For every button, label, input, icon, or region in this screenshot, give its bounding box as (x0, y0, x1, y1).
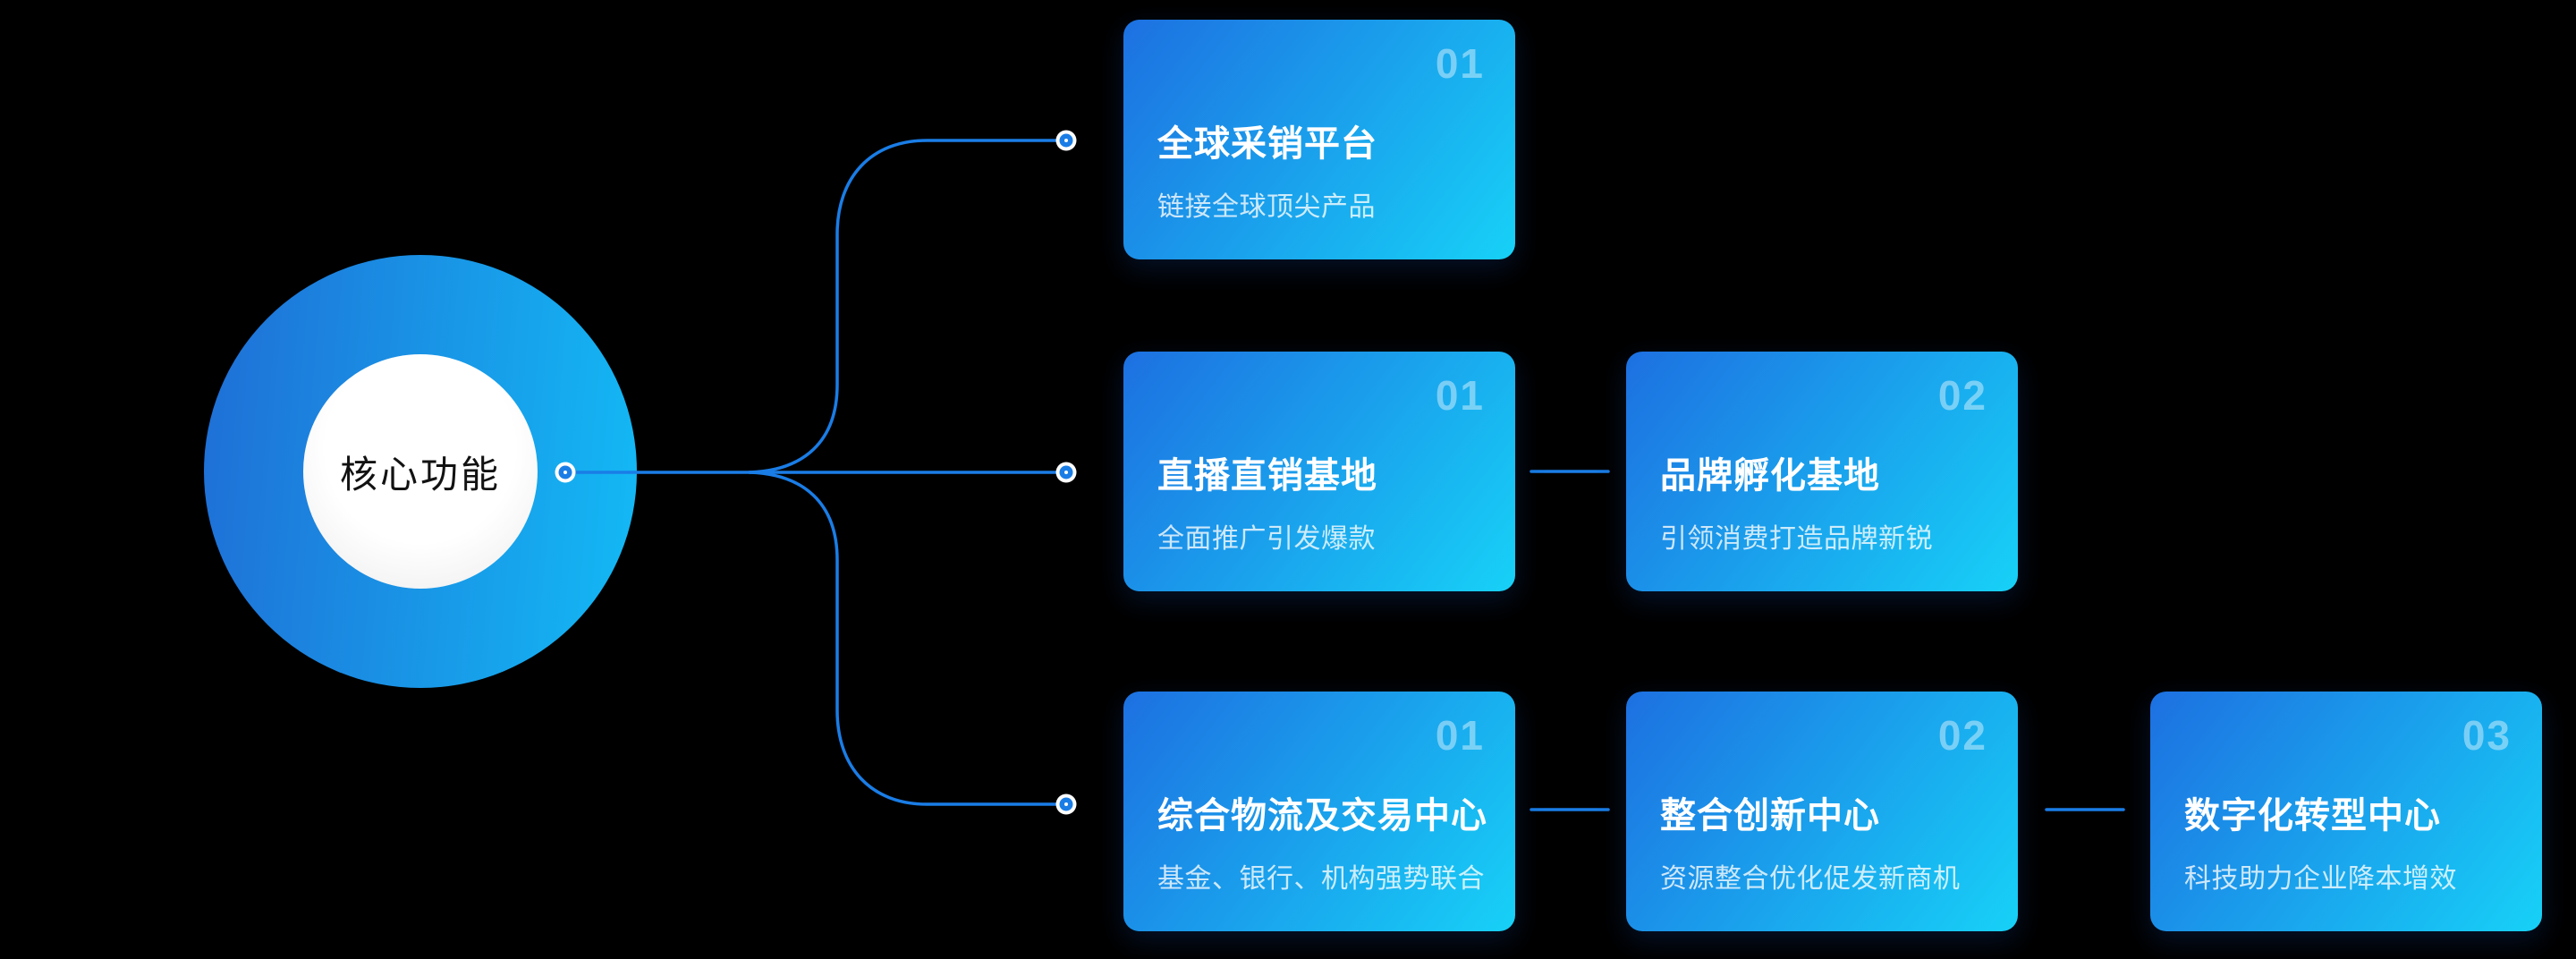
card-subtitle: 引领消费打造品牌新锐 (1660, 524, 1933, 554)
card-title: 综合物流及交易中心 (1157, 796, 1487, 836)
core-hub-label: 核心功能 (339, 453, 501, 496)
connector-branch-top (748, 139, 1057, 474)
card-number-badge: 01 (1435, 372, 1485, 419)
card-title: 数字化转型中心 (2184, 796, 2441, 836)
hub-node-dot (555, 462, 576, 483)
card-number-badge: 01 (1435, 40, 1485, 87)
connector-branch-bottom (748, 471, 1057, 806)
core-hub-inner-circle: 核心功能 (303, 354, 538, 589)
card-subtitle: 基金、银行、机构强势联合 (1157, 864, 1485, 894)
row2-node-dot (1055, 462, 1077, 483)
card-digital-transformation-center: 03 数字化转型中心 科技助力企业降本增效 (2150, 692, 2542, 931)
card-logistics-trading-center: 01 综合物流及交易中心 基金、银行、机构强势联合 (1123, 692, 1515, 931)
card-live-streaming-base: 01 直播直销基地 全面推广引发爆款 (1123, 352, 1515, 591)
card-subtitle: 科技助力企业降本增效 (2184, 864, 2457, 894)
card-title: 直播直销基地 (1157, 456, 1377, 496)
card-subtitle: 资源整合优化促发新商机 (1660, 864, 1961, 894)
card-title: 全球采销平台 (1157, 124, 1377, 164)
card-subtitle: 全面推广引发爆款 (1157, 524, 1376, 554)
card-number-badge: 02 (1937, 712, 1987, 759)
card-title: 品牌孵化基地 (1660, 456, 1880, 496)
row3-node-dot (1055, 794, 1077, 815)
card-global-procurement: 01 全球采销平台 链接全球顶尖产品 (1123, 20, 1515, 259)
card-brand-incubation-base: 02 品牌孵化基地 引领消费打造品牌新锐 (1626, 352, 2018, 591)
card-title: 整合创新中心 (1660, 796, 1880, 836)
card-number-badge: 03 (2462, 712, 2512, 759)
card-integrated-innovation-center: 02 整合创新中心 资源整合优化促发新商机 (1626, 692, 2018, 931)
card-number-badge: 01 (1435, 712, 1485, 759)
card-subtitle: 链接全球顶尖产品 (1157, 192, 1376, 222)
card-number-badge: 02 (1937, 372, 1987, 419)
row1-node-dot (1055, 130, 1077, 151)
